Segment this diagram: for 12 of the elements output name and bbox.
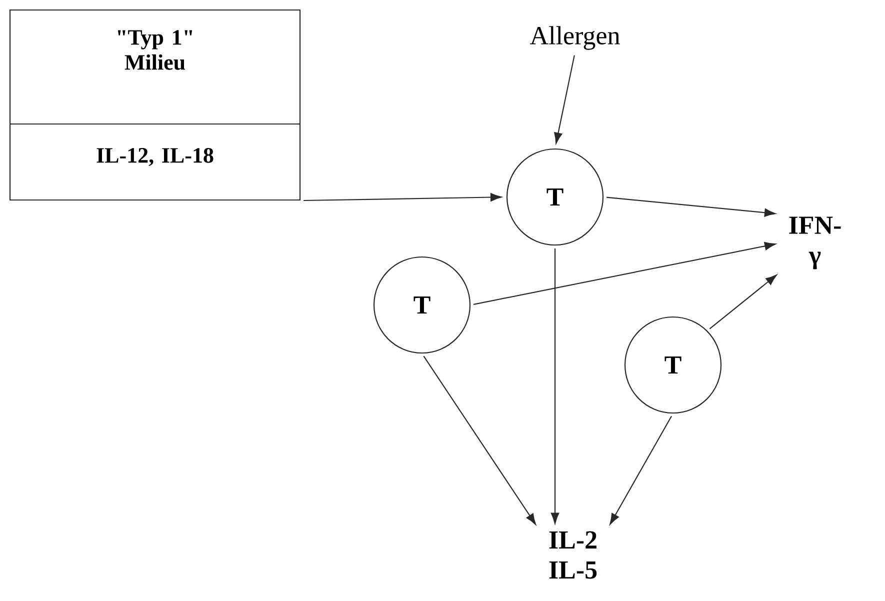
- arrow: [606, 196, 776, 217]
- arrow: [550, 248, 560, 524]
- node-label: Allergen: [530, 26, 620, 50]
- arrow: [304, 193, 502, 202]
- arrow: [473, 242, 776, 305]
- arrow: [554, 55, 575, 144]
- arrow: [709, 274, 777, 330]
- arrow: [423, 356, 536, 525]
- cytokine-label: IL-2 IL-5: [549, 531, 597, 579]
- milieu-box: "Typ 1" Milieu IL-12, IL-18: [9, 9, 301, 201]
- arrow: [610, 416, 672, 525]
- cytokine-label: IFN-γ: [789, 216, 841, 270]
